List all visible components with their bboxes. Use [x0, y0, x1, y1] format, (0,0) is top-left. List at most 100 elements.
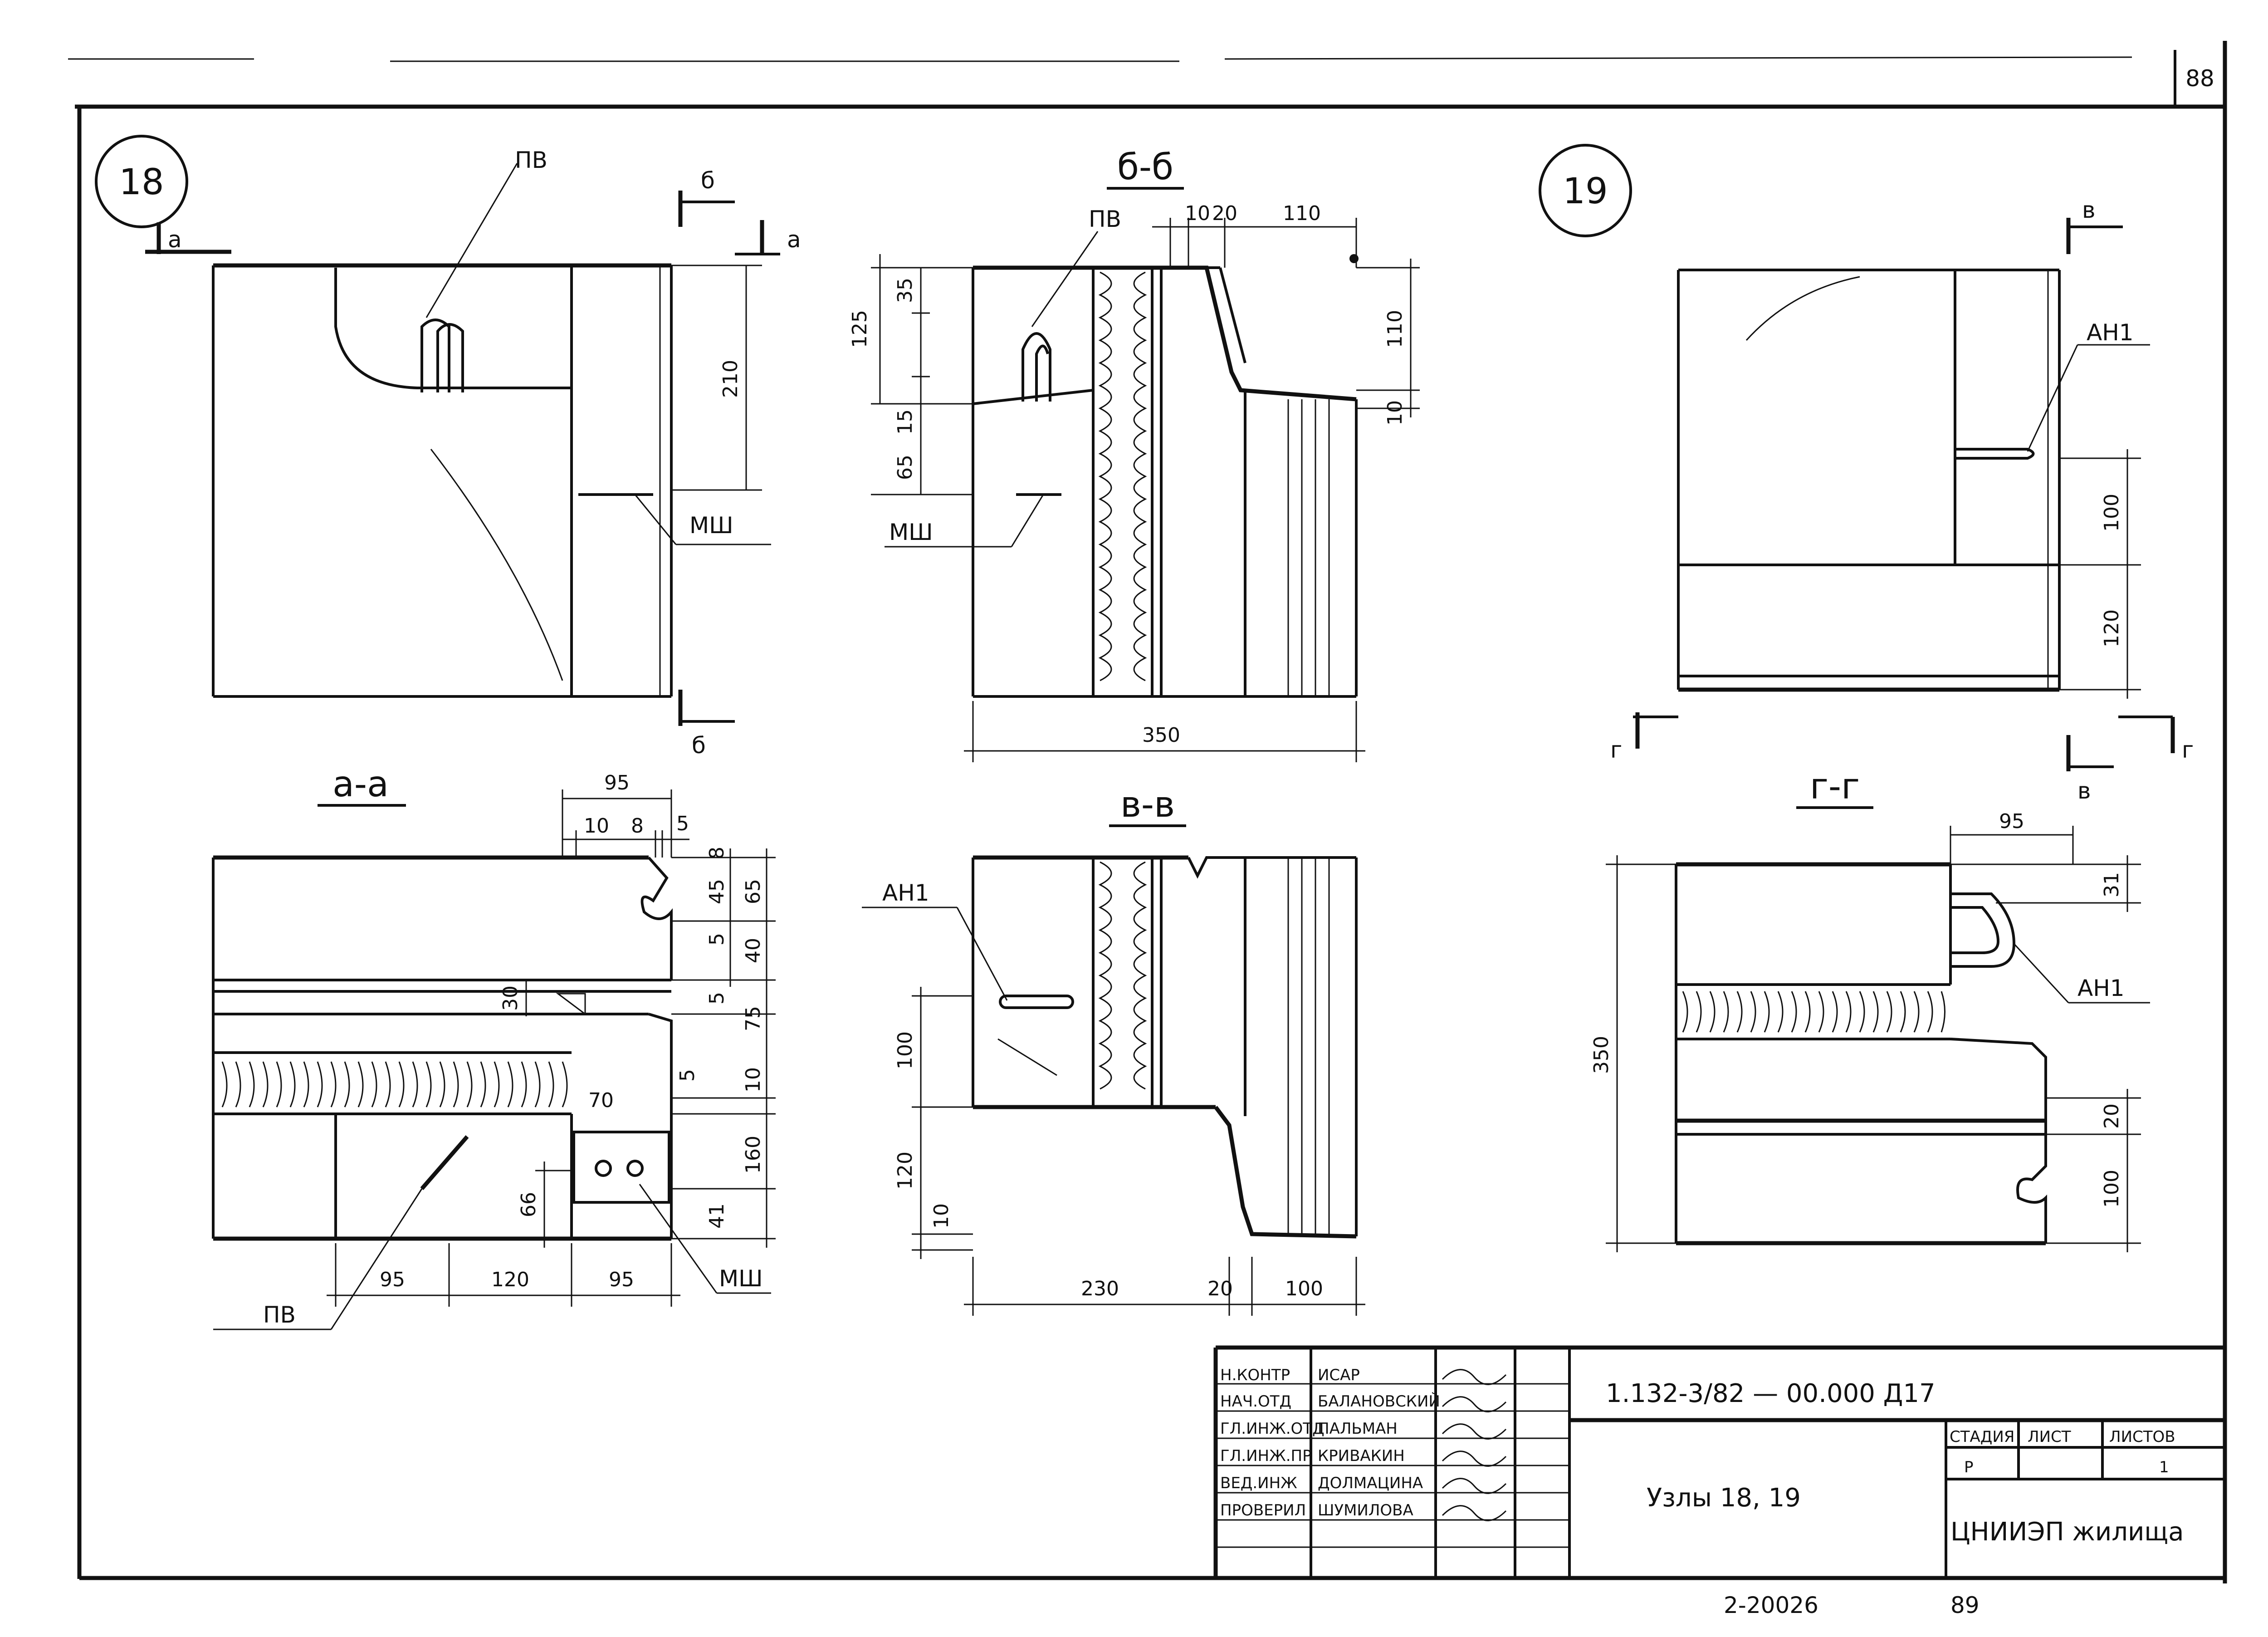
- callout-msh-18: МШ: [689, 512, 733, 539]
- dim-vv-230: 230: [1081, 1277, 1119, 1300]
- marker-a-left: а: [168, 226, 182, 253]
- callout-pv-bb: ПВ: [1089, 206, 1121, 232]
- marker-g-left: г: [1610, 737, 1622, 763]
- callout-pv-18: ПВ: [515, 147, 547, 173]
- callout-an1-gg: АН1: [2077, 975, 2125, 1001]
- node-19-number: 19: [1563, 171, 1608, 212]
- dim-vv-100-bottom: 100: [1285, 1277, 1323, 1300]
- dim-aa-95-b: 95: [609, 1268, 634, 1291]
- dim-aa-66: 66: [517, 1192, 540, 1217]
- section-gg-title: г-г: [1810, 766, 1860, 807]
- dim-aa-45: 45: [705, 879, 728, 904]
- node-18-number: 18: [119, 162, 164, 203]
- dim-aa-160: 160: [742, 1136, 765, 1174]
- signature-6: [1442, 1505, 1507, 1521]
- marker-b-top: б: [701, 167, 715, 194]
- tb-role-4: ГЛ.ИНЖ.ПР: [1220, 1447, 1312, 1465]
- dim-aa-75: 75: [742, 1006, 765, 1031]
- signature-4: [1442, 1451, 1507, 1467]
- dim-aa-8-right: 8: [705, 847, 728, 859]
- dim-bb-20: 20: [1212, 202, 1237, 225]
- sheet-frame: 88: [68, 41, 2227, 1583]
- tb-name-5: ДОЛМАЦИНА: [1318, 1474, 1423, 1492]
- section-bb-view: б-б ПВ МШ 10 20 110: [848, 147, 1420, 762]
- document-code: 1.132-3/82 — 00.000 Д17: [1606, 1379, 1936, 1408]
- title-block: Н.КОНТР ИСАР НАЧ.ОТД БАЛАНОВСКИЙ ГЛ.ИНЖ.…: [1213, 1345, 2225, 1578]
- marker-a-right: а: [787, 226, 801, 253]
- dim-gg-95: 95: [1999, 810, 2024, 833]
- sheets-total: 1: [2159, 1458, 2169, 1476]
- marker-v-bottom: в: [2077, 778, 2091, 804]
- dim-aa-10-right: 10: [742, 1067, 765, 1093]
- dim-bb-110-top: 110: [1283, 202, 1321, 225]
- section-aa-title: а-а: [332, 764, 389, 805]
- drawing-title: Узлы 18, 19: [1647, 1483, 1801, 1513]
- dim-aa-120: 120: [491, 1268, 529, 1291]
- signature-5: [1442, 1478, 1507, 1494]
- callout-pv-aa: ПВ: [263, 1302, 296, 1328]
- tb-name-2: БАЛАНОВСКИЙ: [1318, 1392, 1440, 1411]
- tb-role-1: Н.КОНТР: [1220, 1366, 1290, 1384]
- dim-gg-350: 350: [1590, 1036, 1613, 1074]
- dim-vv-20: 20: [1207, 1277, 1233, 1300]
- dim-aa-95-top: 95: [604, 771, 630, 794]
- dim-aa-30: 30: [499, 985, 522, 1011]
- dim-gg-31: 31: [2100, 872, 2123, 897]
- archive-number: 2-20026: [1724, 1592, 1818, 1618]
- callout-an1-vv: АН1: [882, 880, 929, 906]
- callout-an1-19: АН1: [2087, 319, 2134, 346]
- callout-msh-aa: МШ: [719, 1265, 763, 1292]
- callout-msh-bb: МШ: [889, 519, 933, 545]
- section-bb-title: б-б: [1117, 147, 1173, 188]
- signature-1: [1442, 1369, 1507, 1385]
- dim-aa-5-b: 5: [705, 992, 728, 1005]
- stage-value: Р: [1964, 1458, 1974, 1476]
- dim-bb-125: 125: [848, 310, 871, 348]
- dim-gg-20: 20: [2100, 1103, 2123, 1129]
- dim-aa-5-a: 5: [705, 933, 728, 946]
- tb-role-3: ГЛ.ИНЖ.ОТД: [1220, 1420, 1325, 1438]
- dim-gg-100: 100: [2100, 1170, 2123, 1208]
- tb-name-6: ШУМИЛОВА: [1318, 1501, 1413, 1519]
- tb-name-1: ИСАР: [1318, 1366, 1360, 1384]
- node-18-view: 18 ПВ МШ а б а б 210: [95, 135, 801, 759]
- dim-aa-40: 40: [742, 938, 765, 963]
- dim-aa-70: 70: [588, 1089, 614, 1112]
- dim-bb-10: 10: [1185, 202, 1210, 225]
- sheet-header: ЛИСТ: [2028, 1428, 2071, 1446]
- dim-bb-65: 65: [894, 455, 917, 480]
- dim-aa-10: 10: [584, 814, 609, 838]
- tb-role-6: ПРОВЕРИЛ: [1220, 1501, 1306, 1519]
- stage-header: СТАДИЯ: [1950, 1428, 2014, 1446]
- dim-19-120: 120: [2100, 609, 2123, 647]
- section-vv-view: в-в АН1 100 120 10 230: [862, 784, 1365, 1316]
- sheets-header: ЛИСТОВ: [2109, 1428, 2175, 1446]
- dim-aa-8: 8: [631, 814, 644, 838]
- dim-bb-10-right: 10: [1383, 400, 1407, 426]
- dim-aa-5-c: 5: [676, 1069, 699, 1082]
- dim-aa-41: 41: [705, 1203, 728, 1229]
- bottom-number: 89: [1950, 1592, 1980, 1618]
- dim-aa-95-a: 95: [380, 1268, 405, 1291]
- section-gg-view: г-г АН1 95 31 350 20 100: [1590, 766, 2150, 1252]
- dim-bb-110-right: 110: [1383, 310, 1407, 348]
- page-number: 88: [2185, 65, 2214, 92]
- dim-bb-15: 15: [894, 409, 917, 435]
- tb-role-2: НАЧ.ОТД: [1220, 1392, 1291, 1411]
- tb-name-4: КРИВАКИН: [1318, 1447, 1405, 1465]
- dim-vv-100: 100: [894, 1031, 917, 1069]
- dim-vv-10: 10: [930, 1203, 953, 1229]
- dim-bb-35: 35: [894, 278, 917, 303]
- marker-b-bottom: б: [692, 732, 706, 759]
- tb-role-5: ВЕД.ИНЖ: [1220, 1474, 1297, 1492]
- dim-vv-120: 120: [894, 1152, 917, 1190]
- dim-19-100: 100: [2100, 494, 2123, 532]
- dim-aa-65: 65: [742, 879, 765, 904]
- organization-name: ЦНИИЭП жилища: [1950, 1517, 2184, 1547]
- node-19-view: 19 АН1 в г г в 100 120: [1539, 144, 2194, 804]
- tb-name-3: ПАЛЬМАН: [1318, 1420, 1398, 1438]
- section-vv-title: в-в: [1120, 784, 1175, 825]
- section-aa-view: а-а ПВ МШ 95 10 8 5: [212, 764, 776, 1330]
- dim-bb-350: 350: [1142, 724, 1180, 747]
